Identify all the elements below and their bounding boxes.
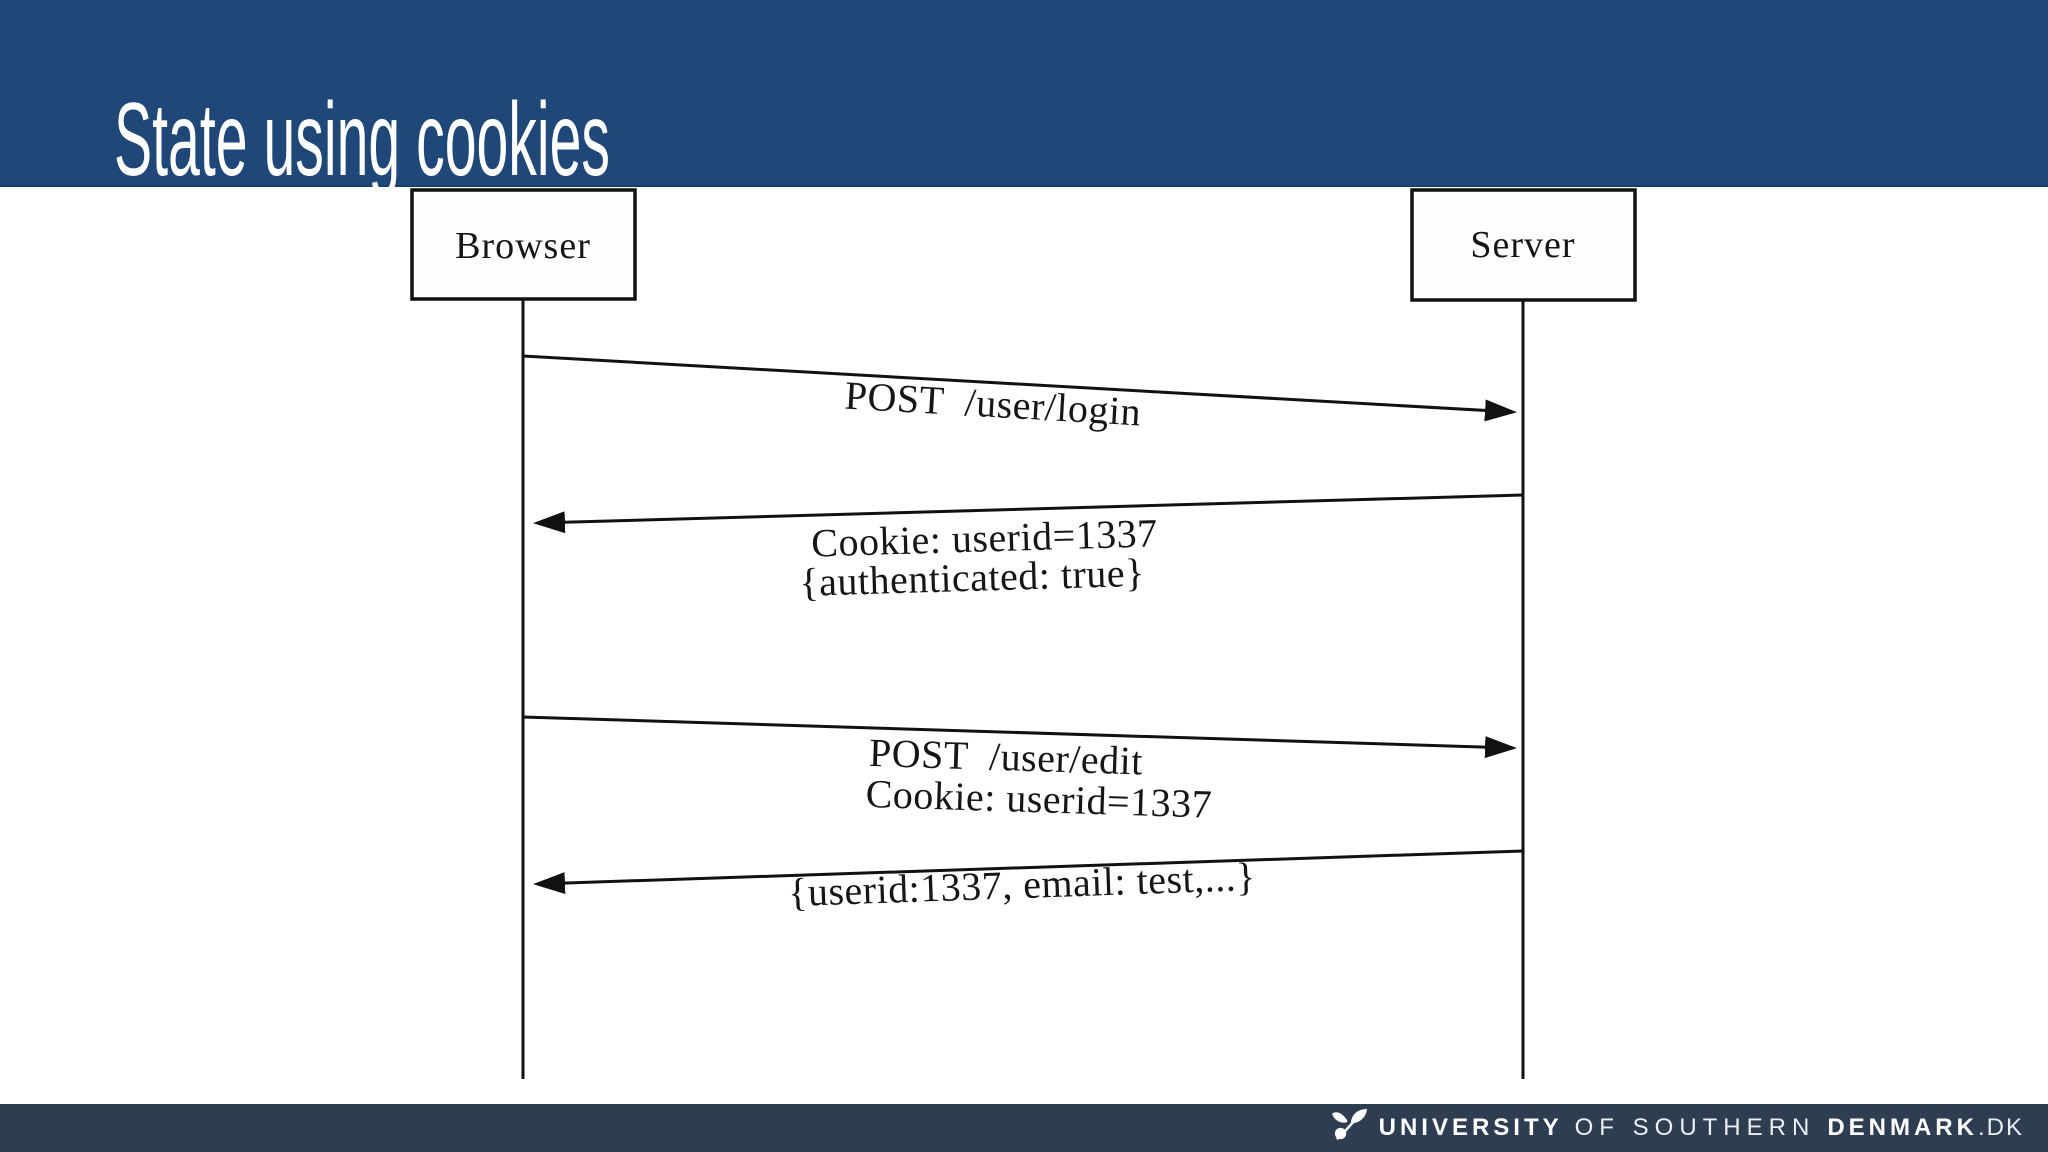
- server-box: [1410, 188, 1637, 302]
- footer-dk-text: .DK: [1977, 1114, 2024, 1141]
- message-arrow-post-edit: [522, 715, 1517, 759]
- browser-box: [410, 188, 637, 301]
- message-arrow-user-data: [533, 849, 1524, 895]
- slide-title: State using cookies: [114, 82, 611, 198]
- footer-bar: UNIVERSITY OF SOUTHERN DENMARK .DK: [0, 1104, 2048, 1152]
- footer-denmark-text: DENMARK: [1827, 1114, 1978, 1141]
- message-label-set-cookie-line2: {authenticated: true}: [799, 550, 1146, 605]
- footer-university-text: UNIVERSITY: [1378, 1114, 1563, 1141]
- header-bar: State using cookies: [0, 0, 2048, 192]
- server-box-label: Server: [1470, 224, 1575, 266]
- message-arrow-post-login: [522, 354, 1517, 422]
- message-label-set-cookie-line1: Cookie: userid=1337: [811, 510, 1159, 565]
- browser-box-label: Browser: [455, 225, 591, 267]
- message-label-post-edit-line1: POST /user/edit: [868, 730, 1143, 784]
- message-label-user-data: {userid:1337, email: test,...}: [787, 854, 1256, 915]
- message-arrow-set-cookie: [533, 493, 1524, 534]
- footer-of-southern-text: OF SOUTHERN: [1574, 1114, 1816, 1141]
- message-label-post-login: POST /user/login: [844, 372, 1143, 434]
- message-label-post-edit-line2: Cookie: userid=1337: [865, 771, 1213, 827]
- sdu-leaf-icon: [1331, 1108, 1367, 1141]
